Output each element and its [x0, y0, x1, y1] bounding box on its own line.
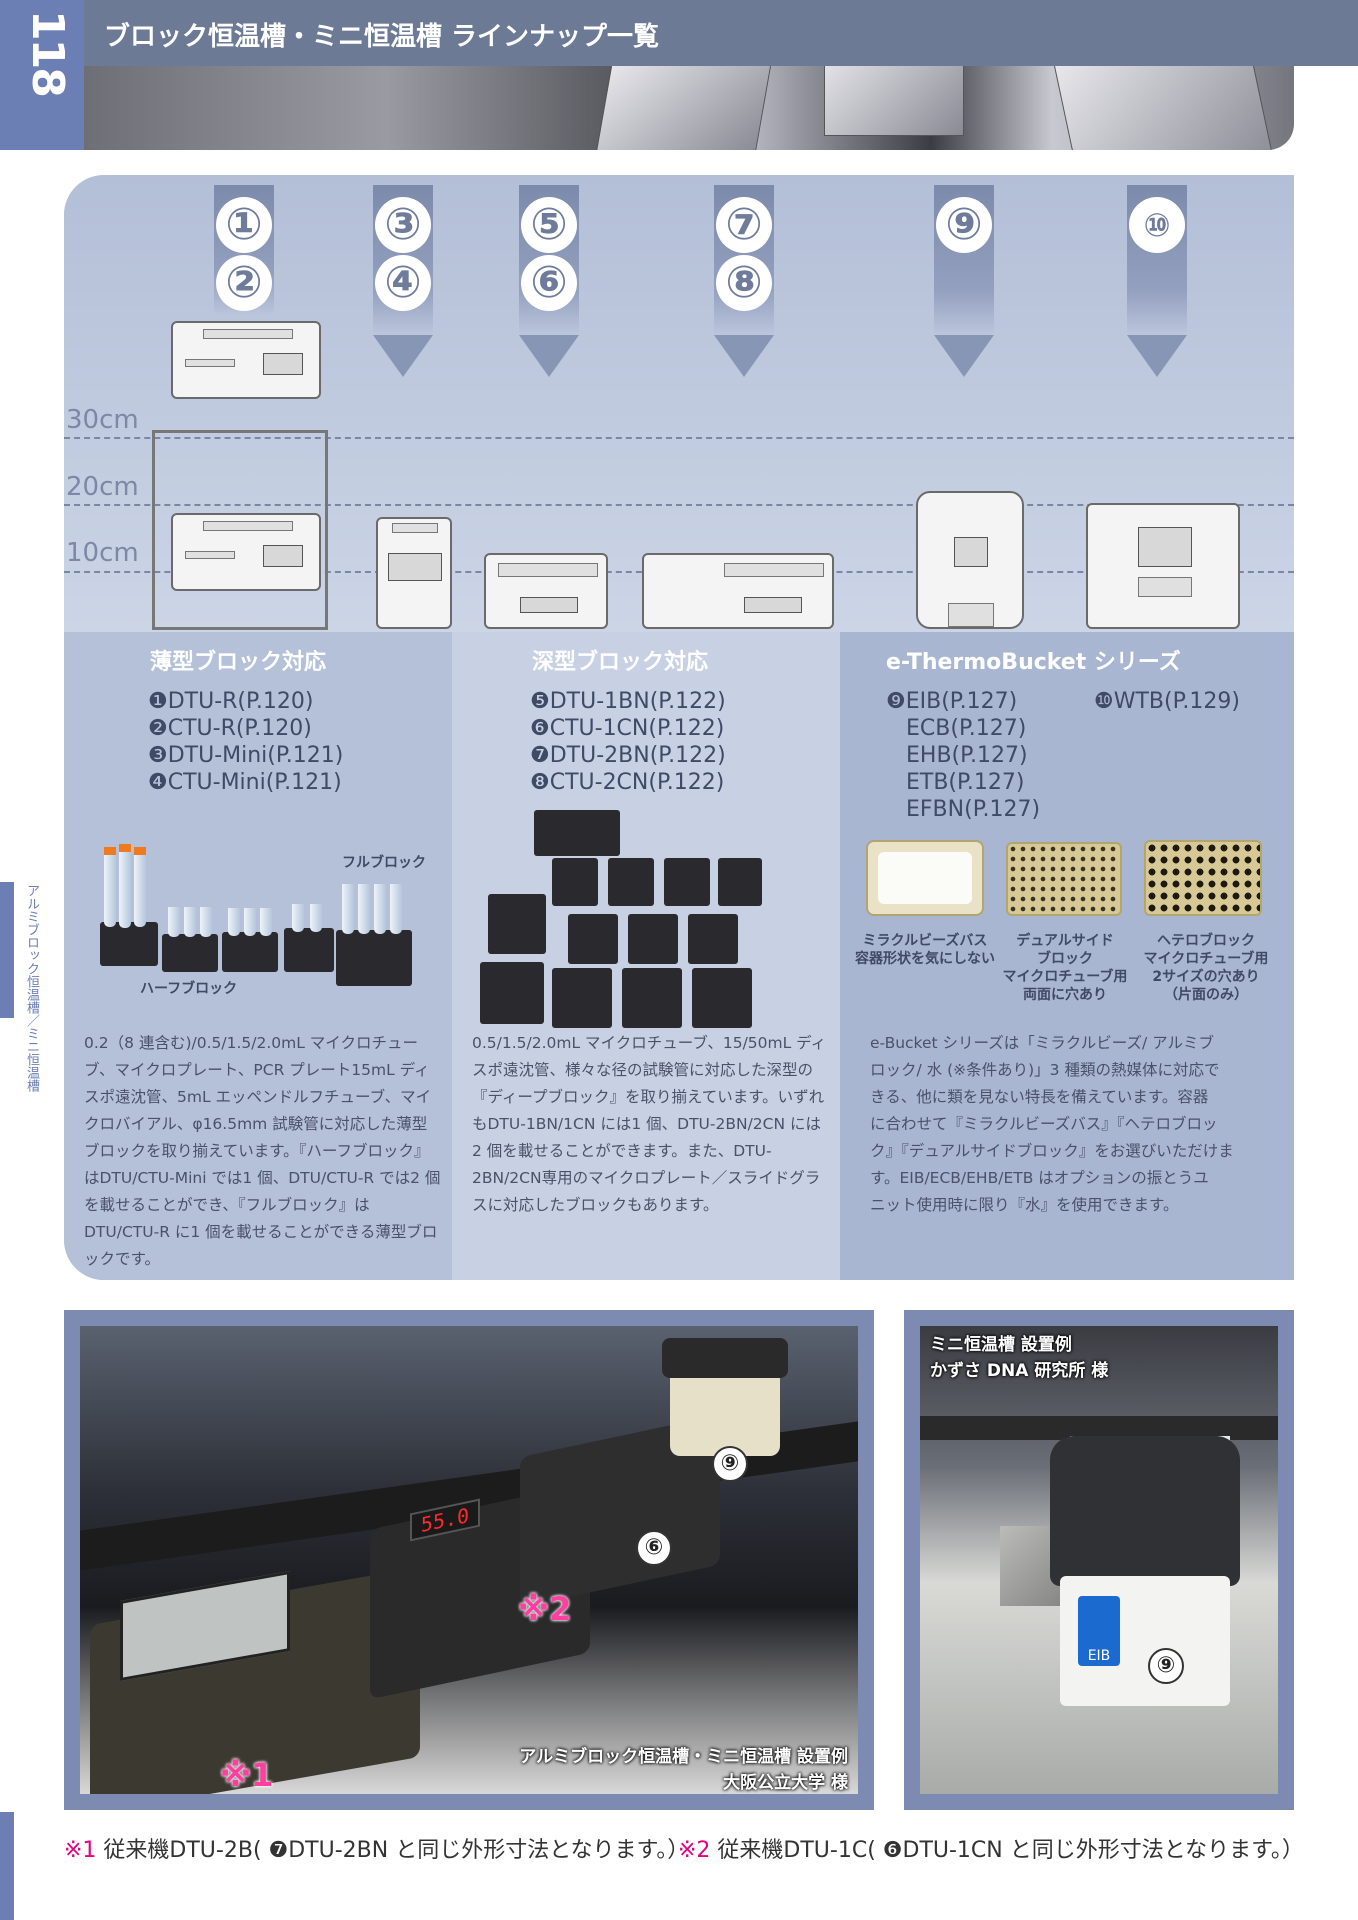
description-deep: 0.5/1.5/2.0mL マイクロチューブ、15/50mL ディスポ遠沈管、様…	[472, 1034, 827, 1214]
caption-hetero-block: ヘテロブロック マイクロチューブ用 2サイズの穴あり （片面のみ）	[1143, 933, 1269, 1003]
label-half-block: ハーフブロック	[140, 981, 238, 997]
dual-side-block-image	[1006, 842, 1122, 916]
model-dtu-mini: ❸DTU-Mini(P.121)	[148, 743, 344, 768]
mark-note-2: ※2	[518, 1590, 572, 1628]
device-dtu-r-lower	[171, 513, 321, 591]
miracle-beads-bath-image	[866, 840, 984, 916]
scale-label-20cm: 20cm	[66, 472, 139, 502]
column-deep-block: 深型ブロック対応 ❺DTU-1BN(P.122) ❻CTU-1CN(P.122)…	[452, 632, 840, 1280]
hetero-block-image	[1144, 840, 1262, 916]
device-dtu-r-upper	[171, 321, 321, 399]
page-number-box: 118	[0, 0, 84, 150]
device-eib	[916, 491, 1024, 629]
side-index-tab-bottom	[0, 1812, 14, 1920]
model-eib: ❾EIB(P.127)	[886, 689, 1018, 714]
column-title-thin: 薄型ブロック対応	[150, 650, 327, 675]
caption-miracle-beads: ミラクルビーズバス 容器形状を気にしない	[855, 933, 995, 967]
side-index-label: アルミブロック恒温槽／ミニ恒温槽	[24, 884, 39, 1092]
eib-panel: EIB	[1078, 1596, 1120, 1666]
column-thin-block: 薄型ブロック対応 ❶DTU-R(P.120) ❷CTU-R(P.120) ❸DT…	[64, 632, 452, 1280]
column-title-bucket: e-ThermoBucket シリーズ	[886, 650, 1181, 675]
page-title: ブロック恒温槽・ミニ恒温槽 ラインナップ一覧	[104, 22, 660, 52]
model-wtb: ❿WTB(P.129)	[1094, 689, 1240, 714]
model-dtu-1bn: ❺DTU-1BN(P.122)	[530, 689, 726, 714]
badge-9-right: ⑨	[1148, 1648, 1184, 1684]
installation-photo-osaka: 55.0 ⑨ ⑥ ※2 ※1 アルミブロック恒温槽・ミニ恒温槽 設置例 大阪公立…	[64, 1310, 874, 1810]
model-ctu-r: ❷CTU-R(P.120)	[148, 716, 312, 741]
scale-label-30cm: 30cm	[66, 405, 139, 435]
model-etb: ETB(P.127)	[906, 770, 1025, 795]
header-banner-image	[84, 66, 1294, 150]
eib-device	[662, 1338, 788, 1456]
label-full-block: フルブロック	[342, 855, 426, 871]
column-title-deep: 深型ブロック対応	[532, 650, 709, 675]
model-ctu-1cn: ❻CTU-1CN(P.122)	[530, 716, 725, 741]
eib-body: EIB	[1060, 1576, 1230, 1706]
eib-lid	[1050, 1436, 1240, 1586]
stacking-rack	[152, 430, 328, 630]
page-number: 118	[22, 10, 73, 96]
model-ehb: EHB(P.127)	[906, 743, 1028, 768]
model-efbn: EFBN(P.127)	[906, 797, 1041, 822]
column-thermobucket: e-ThermoBucket シリーズ ❾EIB(P.127) ECB(P.12…	[840, 632, 1294, 1280]
badge-9: ⑨	[712, 1446, 748, 1482]
device-wtb	[1086, 503, 1240, 629]
description-thin: 0.2（8 連含む)/0.5/1.5/2.0mL マイクロチューブ、マイクロプレ…	[84, 1034, 441, 1268]
model-ctu-mini: ❹CTU-Mini(P.121)	[148, 770, 342, 795]
scale-line-30cm	[64, 437, 1294, 439]
installation-photo-kazusa: EIB ⑨ ミニ恒温槽 設置例 かずさ DNA 研究所 様	[904, 1310, 1294, 1810]
model-dtu-r: ❶DTU-R(P.120)	[148, 689, 314, 714]
caption-dual-side: デュアルサイド ブロック マイクロチューブ用 両面に穴あり	[1002, 933, 1128, 1003]
device-dtu-1bn	[484, 553, 608, 629]
description-bucket: e-Bucket シリーズは「ミラクルビーズ/ アルミブ ロック/ 水 (※条件…	[870, 1034, 1234, 1214]
badge-6: ⑥	[636, 1530, 672, 1566]
model-ctu-2cn: ❽CTU-2CN(P.122)	[530, 770, 725, 795]
model-dtu-2bn: ❼DTU-2BN(P.122)	[530, 743, 726, 768]
caption-osaka: アルミブロック恒温槽・ミニ恒温槽 設置例 大阪公立大学 様	[519, 1747, 848, 1793]
mark-note-1: ※1	[220, 1756, 274, 1794]
lineup-panel: 30cm 20cm 10cm ① ② ③ ④ ⑤ ⑥ ⑦ ⑧ ⑨ ⑩	[64, 175, 1294, 1280]
device-dtu-2bn	[642, 553, 834, 629]
header-band	[0, 0, 1358, 66]
caption-kazusa: ミニ恒温槽 設置例 かずさ DNA 研究所 様	[930, 1335, 1109, 1381]
device-dtu-mini	[376, 517, 452, 629]
scale-line-20cm	[64, 504, 1294, 506]
model-ecb: ECB(P.127)	[906, 716, 1027, 741]
footnote-2: ※2 従来機DTU-1C( ❻DTU-1CN と同じ外形寸法となります。）	[678, 1838, 1304, 1863]
scale-label-10cm: 10cm	[66, 538, 139, 568]
footnote-1: ※1 従来機DTU-2B( ❼DTU-2BN と同じ外形寸法となります。）	[64, 1838, 690, 1863]
side-index-tab	[0, 882, 14, 1018]
